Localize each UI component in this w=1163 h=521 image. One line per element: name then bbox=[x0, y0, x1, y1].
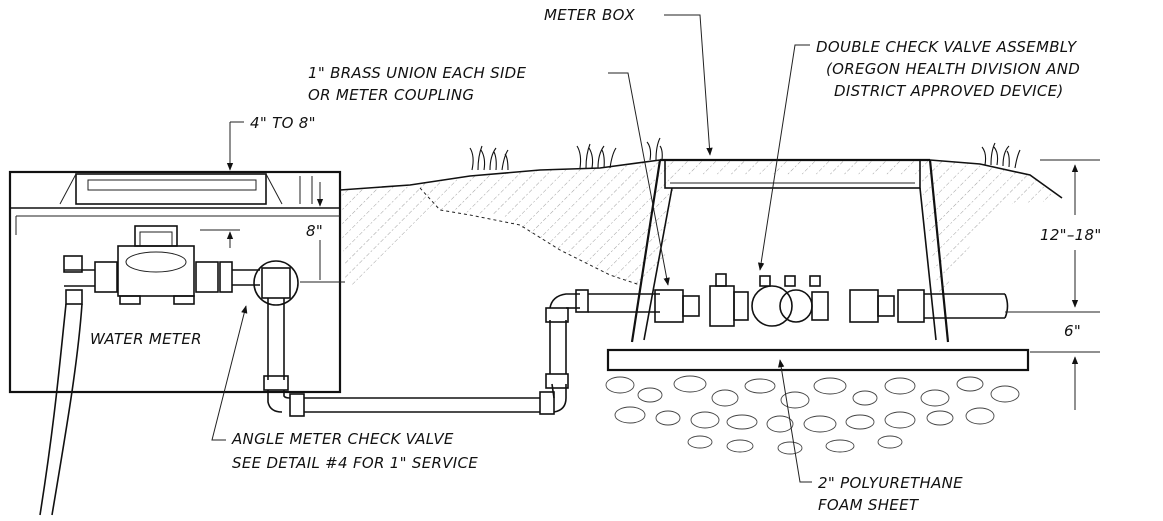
label-dim-8: 8" bbox=[306, 222, 323, 240]
service-line bbox=[39, 303, 83, 516]
dimension-right bbox=[1030, 159, 1100, 410]
label-angle-valve-line2: SEE DETAIL #4 FOR 1" SERVICE bbox=[232, 454, 478, 472]
dimension-left bbox=[200, 121, 345, 283]
label-water-meter: WATER METER bbox=[90, 330, 202, 348]
label-meter-box: METER BOX bbox=[544, 6, 635, 24]
label-dcva-line2: (OREGON HEALTH DIVISION AND bbox=[826, 60, 1080, 78]
grass-tufts bbox=[469, 137, 1021, 171]
leader-lines bbox=[211, 14, 812, 483]
water-meter bbox=[63, 225, 299, 306]
label-dcva-line1: DOUBLE CHECK VALVE ASSEMBLY bbox=[816, 38, 1078, 56]
label-brass-union-line2: OR METER COUPLING bbox=[308, 86, 474, 104]
label-depth-4-to-8: 4" TO 8" bbox=[250, 114, 316, 132]
gravel-bed bbox=[605, 375, 1020, 455]
label-foam-line2: FOAM SHEET bbox=[818, 496, 920, 514]
dcva-meter-box bbox=[606, 158, 1030, 372]
label-foam-line1: 2" POLYURETHANE bbox=[818, 474, 963, 492]
soil-profile bbox=[339, 159, 1063, 300]
connecting-pipe bbox=[263, 289, 660, 417]
label-dcva-line3: DISTRICT APPROVED DEVICE) bbox=[834, 82, 1064, 100]
label-angle-valve-line1: ANGLE METER CHECK VALVE bbox=[231, 430, 454, 448]
label-dim-12-18: 12"–18" bbox=[1040, 226, 1102, 244]
double-check-valve-assembly bbox=[654, 273, 1100, 327]
label-brass-union-line1: 1" BRASS UNION EACH SIDE bbox=[308, 64, 527, 82]
label-dim-6: 6" bbox=[1064, 322, 1081, 340]
